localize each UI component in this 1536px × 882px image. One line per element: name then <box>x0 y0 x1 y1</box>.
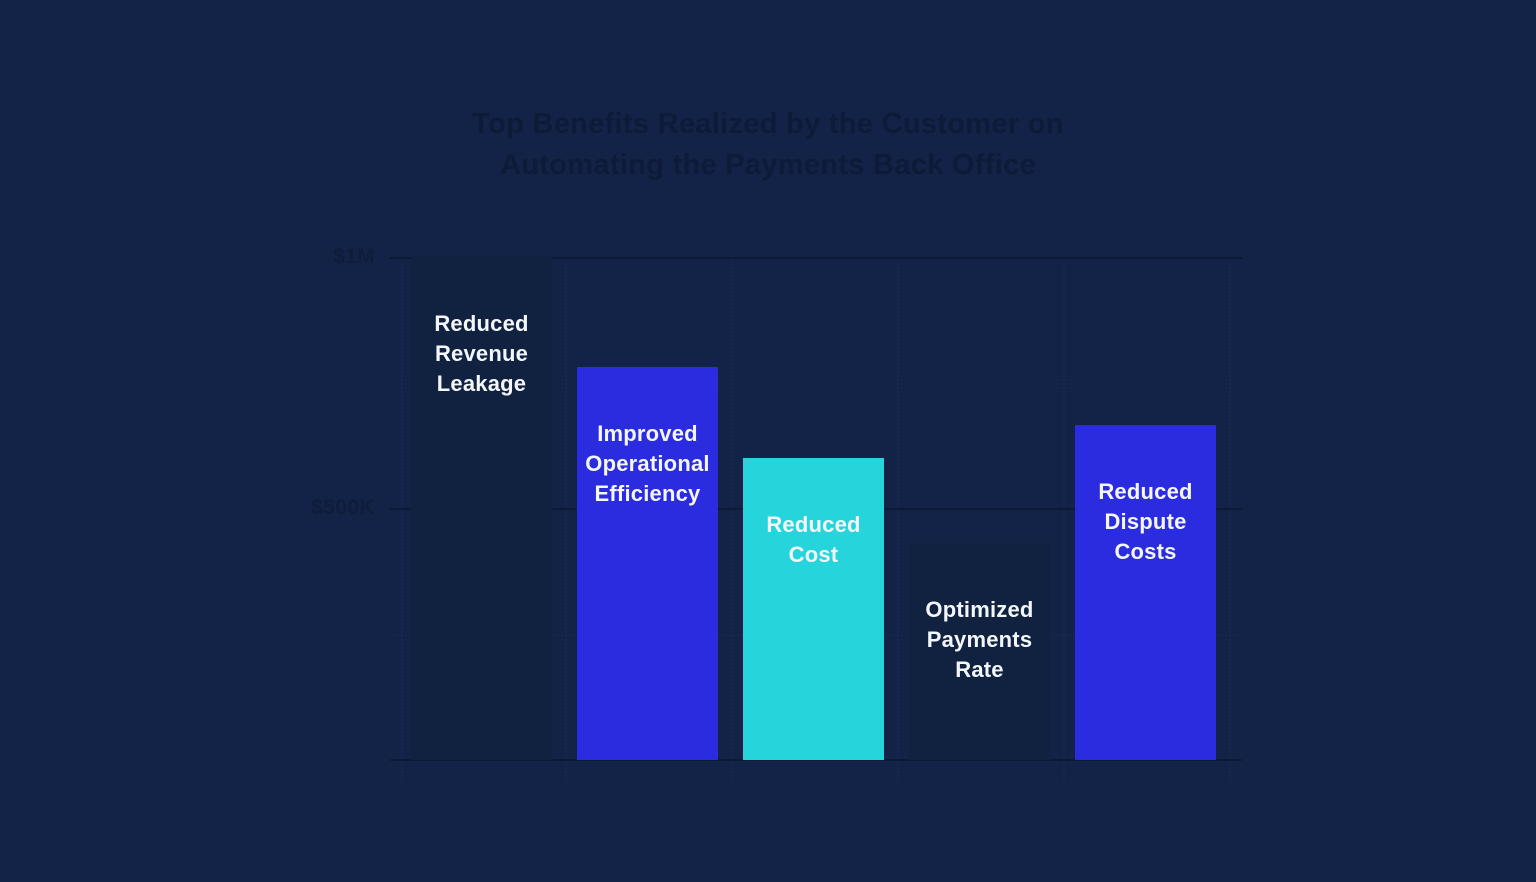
grid-dotted-vertical <box>1063 258 1065 781</box>
bar-label-improved-operational-efficiency: Improved Operational Efficiency <box>585 421 710 506</box>
bar-improved-operational-efficiency: Improved Operational Efficiency <box>577 367 718 760</box>
chart-title-line2: Automating the Payments Back Office <box>500 149 1036 181</box>
y-axis-label-500k: $500K <box>311 496 375 519</box>
grid-dotted-vertical <box>897 258 899 781</box>
bar-label-reduced-revenue-leakage: Reduced Revenue Leakage <box>434 311 529 396</box>
minor-gridline-750k <box>390 383 1242 385</box>
x-axis-baseline <box>390 759 1242 761</box>
grid-dotted-vertical <box>1229 258 1231 781</box>
bar-optimized-payments-rate: Optimized Payments Rate <box>909 543 1050 760</box>
bar-reduced-cost: Reduced Cost <box>743 458 884 760</box>
gridline-1m <box>390 257 1242 259</box>
bar-label-optimized-payments-rate: Optimized Payments Rate <box>925 597 1034 682</box>
bar-label-reduced-dispute-costs: Reduced Dispute Costs <box>1098 479 1193 564</box>
bar-reduced-revenue-leakage: Reduced Revenue Leakage <box>411 257 552 760</box>
chart-title: Top Benefits Realized by the Customer on… <box>0 104 1536 186</box>
grid-dotted-vertical <box>731 258 733 781</box>
y-axis-label-1m: $1M <box>332 245 375 268</box>
grid-dotted-vertical <box>565 258 567 781</box>
chart-title-line1: Top Benefits Realized by the Customer on <box>472 108 1064 140</box>
grid-dotted-vertical <box>401 258 403 781</box>
bar-reduced-dispute-costs: Reduced Dispute Costs <box>1075 425 1216 760</box>
bar-label-reduced-cost: Reduced Cost <box>766 512 861 567</box>
